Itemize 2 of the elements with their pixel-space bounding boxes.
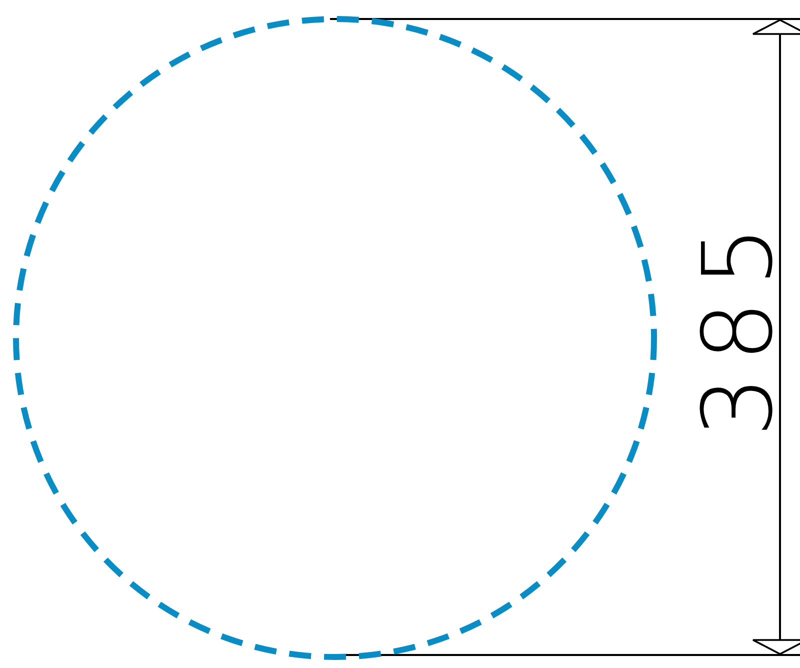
- dashed-circle: [12, 15, 658, 661]
- dimension-value: 385: [690, 237, 786, 437]
